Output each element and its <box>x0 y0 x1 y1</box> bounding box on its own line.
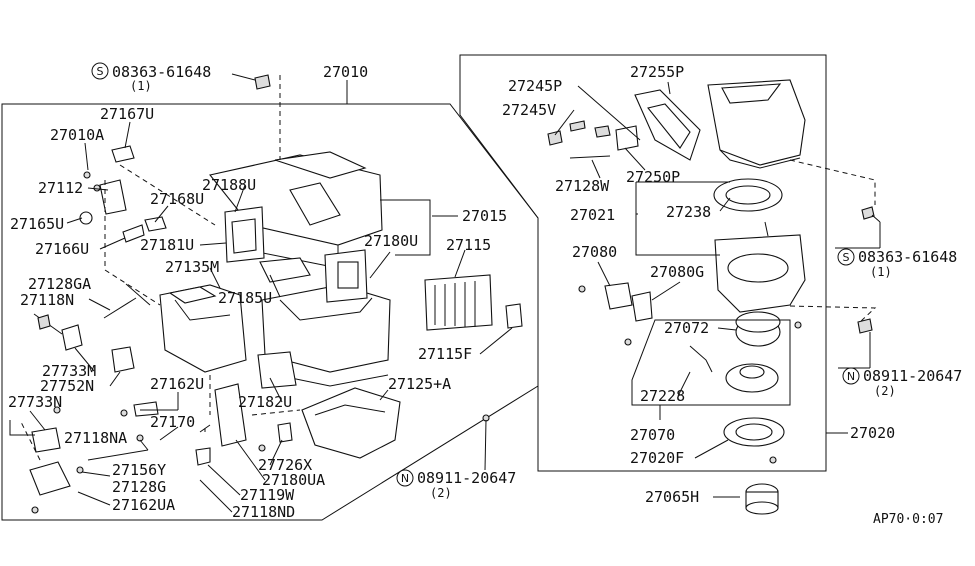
bracket-27733N <box>9 420 35 436</box>
label-27135M[interactable]: 27135M <box>165 258 219 276</box>
label-08363-61648-right-qty: (1) <box>870 265 892 279</box>
label-27020[interactable]: 27020 <box>850 424 895 442</box>
label-27112[interactable]: 27112 <box>38 179 83 197</box>
label-27070[interactable]: 27070 <box>630 426 675 444</box>
label-08911-20647-left-qty: (2) <box>430 486 452 500</box>
label-27072[interactable]: 27072 <box>664 319 709 337</box>
label-27118N[interactable]: 27118N <box>20 291 74 309</box>
label-27180U[interactable]: 27180U <box>364 232 418 250</box>
label-27170[interactable]: 27170 <box>150 413 195 431</box>
box-27070 <box>631 319 791 406</box>
reference-code: AP70·0:07 <box>873 512 943 527</box>
intake-gasket <box>713 178 783 212</box>
nut-symbol-left: N <box>396 469 414 487</box>
label-27188U[interactable]: 27188U <box>202 176 256 194</box>
label-27015[interactable]: 27015 <box>462 207 507 225</box>
label-27125A[interactable]: 27125+A <box>388 375 451 393</box>
label-08363-61648-left-qty: (1) <box>130 79 152 93</box>
label-27119W[interactable]: 27119W <box>240 486 295 504</box>
part-labels: 08363-61648 (1) 27010 27167U 27010A 2711… <box>8 63 962 521</box>
label-27180UA[interactable]: 27180UA <box>262 471 325 489</box>
vent-ducts <box>214 206 368 447</box>
label-27245P[interactable]: 27245P <box>508 77 562 95</box>
label-08911-20647-left[interactable]: 08911-20647 <box>417 469 516 487</box>
label-27166U[interactable]: 27166U <box>35 240 89 258</box>
label-27118ND[interactable]: 27118ND <box>232 503 295 521</box>
label-27182U[interactable]: 27182U <box>238 393 292 411</box>
label-27115[interactable]: 27115 <box>446 236 491 254</box>
bracket-27015 <box>380 199 431 256</box>
label-27185U[interactable]: 27185U <box>218 289 272 307</box>
label-27165U[interactable]: 27165U <box>10 215 64 233</box>
label-27752N[interactable]: 27752N <box>40 377 94 395</box>
right-dashed-leaders <box>789 159 877 323</box>
heater-case-left <box>159 284 247 373</box>
label-27255P[interactable]: 27255P <box>630 63 684 81</box>
label-27162UA[interactable]: 27162UA <box>112 496 175 514</box>
blower-motor-fan <box>723 311 785 515</box>
label-27733M[interactable]: 27733M <box>42 362 96 380</box>
label-27020F[interactable]: 27020F <box>630 449 684 467</box>
label-08911-20647-right[interactable]: 08911-20647 <box>863 367 962 385</box>
label-27726X[interactable]: 27726X <box>258 456 312 474</box>
svg-text:S: S <box>843 251 850 264</box>
svg-text:S: S <box>97 65 104 78</box>
label-27021[interactable]: 27021 <box>570 206 615 224</box>
label-27156Y[interactable]: 27156Y <box>112 461 166 479</box>
label-27238[interactable]: 27238 <box>666 203 711 221</box>
small-levers-links <box>29 145 523 496</box>
label-27080[interactable]: 27080 <box>572 243 617 261</box>
svg-text:N: N <box>847 370 855 383</box>
screw-symbol-right: S <box>837 248 855 266</box>
label-27168U[interactable]: 27168U <box>150 190 204 208</box>
mode-door-housing <box>301 387 401 459</box>
heater-core <box>424 274 493 331</box>
screw-symbol-left: S <box>91 62 109 80</box>
svg-text:N: N <box>401 472 409 485</box>
nut-symbol-right: N <box>842 367 860 385</box>
label-08363-61648-right[interactable]: 08363-61648 <box>858 248 957 266</box>
label-27250P[interactable]: 27250P <box>626 168 680 186</box>
label-27118NA[interactable]: 27118NA <box>64 429 127 447</box>
label-27733N[interactable]: 27733N <box>8 393 62 411</box>
label-27128GA[interactable]: 27128GA <box>28 275 91 293</box>
left-hardware <box>31 74 490 514</box>
intake-door <box>634 89 701 161</box>
label-27228[interactable]: 27228 <box>640 387 685 405</box>
bracket-27021 <box>635 182 720 256</box>
leader-lines <box>29 73 881 513</box>
intake-door-housing <box>707 79 806 169</box>
label-27080G[interactable]: 27080G <box>650 263 704 281</box>
label-27162U[interactable]: 27162U <box>150 375 204 393</box>
label-27167U[interactable]: 27167U <box>100 105 154 123</box>
label-08911-20647-right-qty: (2) <box>874 384 896 398</box>
label-27065H[interactable]: 27065H <box>645 488 699 506</box>
label-27245V[interactable]: 27245V <box>502 101 556 119</box>
blower-resistor <box>604 282 713 373</box>
label-27115F[interactable]: 27115F <box>418 345 472 363</box>
label-27128W[interactable]: 27128W <box>555 177 610 195</box>
left-dashed-leaders <box>19 75 301 461</box>
blower-case <box>714 221 806 313</box>
right-small-parts <box>547 120 875 464</box>
label-08363-61648-left[interactable]: 08363-61648 <box>112 63 211 81</box>
label-27010[interactable]: 27010 <box>323 63 368 81</box>
label-27128G[interactable]: 27128G <box>112 478 166 496</box>
right-assembly-frame <box>459 54 827 472</box>
label-27181U[interactable]: 27181U <box>140 236 194 254</box>
label-27010A[interactable]: 27010A <box>50 126 104 144</box>
